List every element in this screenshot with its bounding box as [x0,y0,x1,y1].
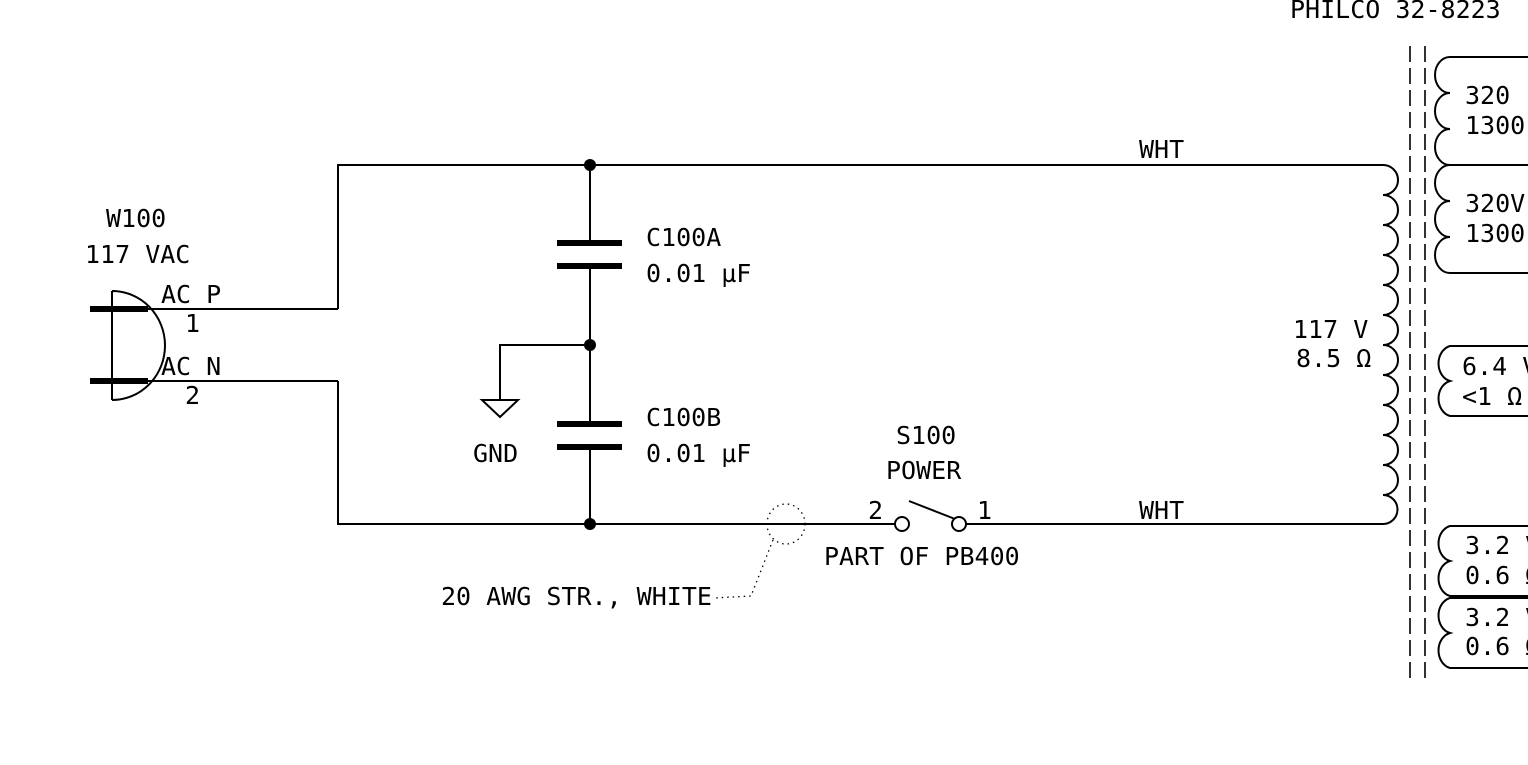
secondary-4-line1: 3.2 V [1465,531,1528,560]
wire-note-leader [713,503,806,599]
cap-b-value: 0.01 µF [646,439,751,468]
cap-b-reference: C100B [646,403,721,432]
switch-pin-left: 2 [868,496,883,525]
transformer-label: PHILCO 32-8223 [1290,0,1501,24]
junction-dot [584,339,596,351]
switch-reference: S100 [896,421,956,450]
plug-pin2-number: 2 [185,381,200,410]
ground-icon [479,399,521,419]
cap-a-reference: C100A [646,223,721,252]
plug-voltage: 117 VAC [85,240,190,269]
secondary-winding-5 [1437,597,1528,669]
secondary-2-line2: 1300 [1465,219,1525,248]
switch-name: POWER [886,456,962,485]
secondary-5-line2: 0.6 Ω [1465,632,1528,661]
primary-voltage: 117 V [1293,315,1368,344]
bottom-wire-label: WHT [1139,496,1184,525]
cap-a-value: 0.01 µF [646,259,751,288]
plug-pin1-number: 1 [185,309,200,338]
ac-plug-symbol [90,290,338,401]
plug-pin2-name: AC_N [161,352,221,381]
mains-wiring [337,164,1383,525]
secondary-winding-3 [1437,345,1528,417]
secondary-3-line1: 6.4 V [1462,352,1528,381]
secondary-5-line1: 3.2 V [1465,603,1528,632]
ground-label: GND [473,439,518,468]
secondary-winding-2 [1434,164,1528,274]
secondary-4-line2: 0.6 Ω [1465,561,1528,590]
wire-note: 20 AWG STR., WHITE [441,582,712,611]
primary-winding [1382,164,1399,525]
secondary-1-line1: 320 [1465,81,1510,110]
plug-reference: W100 [106,204,166,233]
capacitor-c100a-symbol [557,240,622,269]
power-switch-symbol [894,500,967,532]
junction-dot [584,159,596,171]
secondary-3-line2: <1 Ω [1462,382,1522,411]
secondary-winding-1 [1434,56,1528,166]
secondary-2-line1: 320V [1465,189,1525,218]
secondary-winding-4 [1437,525,1528,597]
primary-resistance: 8.5 Ω [1296,344,1371,373]
capacitor-c100b-symbol [557,421,622,450]
switch-note: PART OF PB400 [824,542,1020,571]
secondary-1-line2: 1300 [1465,111,1525,140]
switch-pin-right: 1 [977,496,992,525]
top-wire-label: WHT [1139,135,1184,164]
junction-dot [584,518,596,530]
plug-pin1-name: AC_P [161,280,221,309]
